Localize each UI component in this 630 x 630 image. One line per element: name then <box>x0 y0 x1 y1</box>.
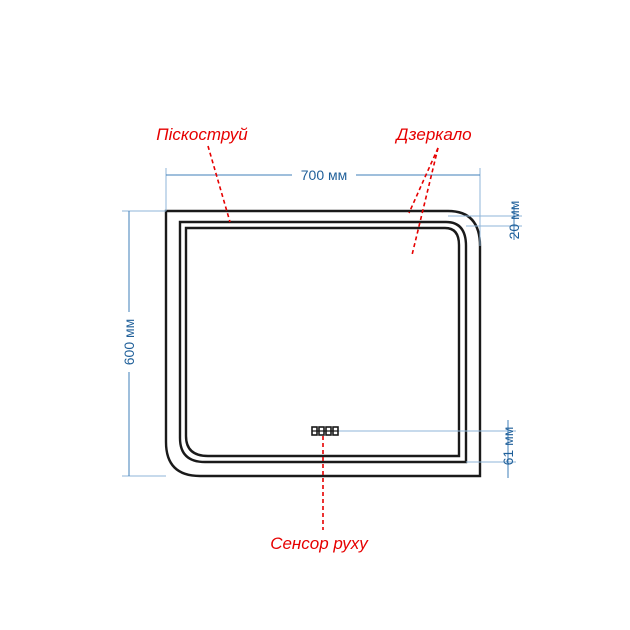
mirror-label: Дзеркало <box>394 125 471 144</box>
mirror-outer-outline <box>164 209 482 478</box>
mirror-glass-outline <box>184 226 461 458</box>
sensor-offset-label: 61 мм <box>500 427 516 466</box>
mirror-inner-outline <box>178 220 468 464</box>
sensor-label: Сенсор руху <box>270 534 369 553</box>
mirror-leader-2 <box>411 147 439 256</box>
width-dimension-label: 700 мм <box>301 167 348 183</box>
sandblast-label: Піскоструй <box>156 125 248 144</box>
height-dimension-label: 600 мм <box>121 319 137 366</box>
sensor-display-icon <box>311 426 339 436</box>
border-dimension-label: 20 мм <box>506 201 522 240</box>
sandblast-leader <box>207 145 231 223</box>
mirror-leader-1 <box>408 147 439 214</box>
